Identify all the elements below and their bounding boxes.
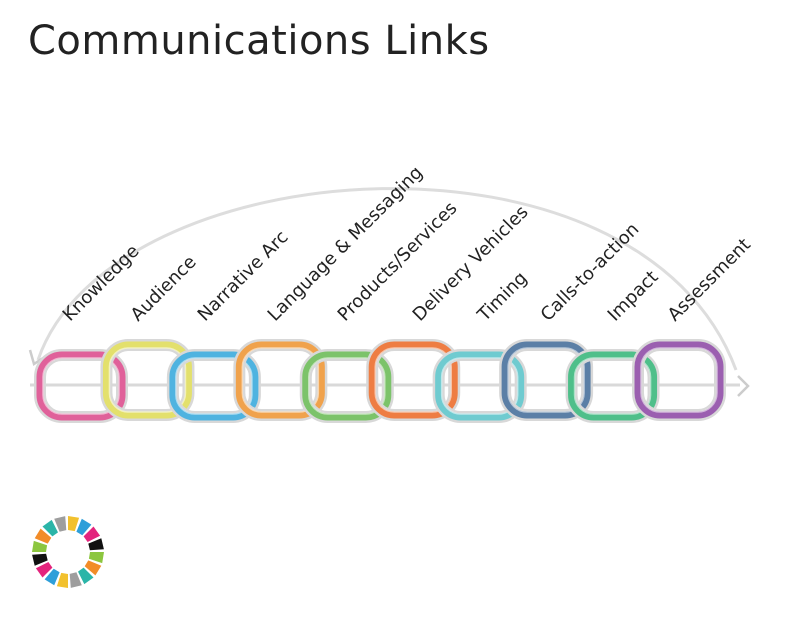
logo-segment <box>42 519 58 537</box>
chain-link <box>233 339 328 421</box>
logo-segment <box>88 552 104 564</box>
logo-segment <box>35 562 53 578</box>
logo-segment <box>76 518 92 536</box>
logo-segment <box>78 567 94 585</box>
chain-link <box>299 349 394 423</box>
chain-link <box>499 339 594 421</box>
logo-segment <box>32 540 48 552</box>
chain-link <box>166 349 261 423</box>
chain-link <box>100 339 195 421</box>
page-title: Communications Links <box>28 18 490 64</box>
logo-segment <box>88 538 104 551</box>
chain-link <box>366 339 461 421</box>
arc-arrow <box>36 187 738 371</box>
logo-segment <box>68 516 80 532</box>
logo-segment <box>54 516 67 532</box>
chain-link <box>432 349 527 423</box>
logo-segment <box>69 572 82 588</box>
link-label: Timing <box>473 268 532 327</box>
chain-link <box>632 339 726 421</box>
logo-segment <box>44 568 60 586</box>
logo-segment <box>34 528 52 544</box>
logo-icon <box>32 516 104 588</box>
link-label: Impact <box>604 267 663 326</box>
chain-link <box>34 349 128 423</box>
link-label: Assessment <box>664 234 755 325</box>
link-label: Audience <box>127 252 201 326</box>
logo-segment <box>56 572 68 588</box>
logo-segment <box>32 553 48 566</box>
baseline-arrowhead <box>737 375 750 397</box>
chain-link <box>565 349 660 423</box>
logo-segment <box>84 560 102 576</box>
logo-segment <box>83 526 101 542</box>
chain-links <box>34 339 726 423</box>
